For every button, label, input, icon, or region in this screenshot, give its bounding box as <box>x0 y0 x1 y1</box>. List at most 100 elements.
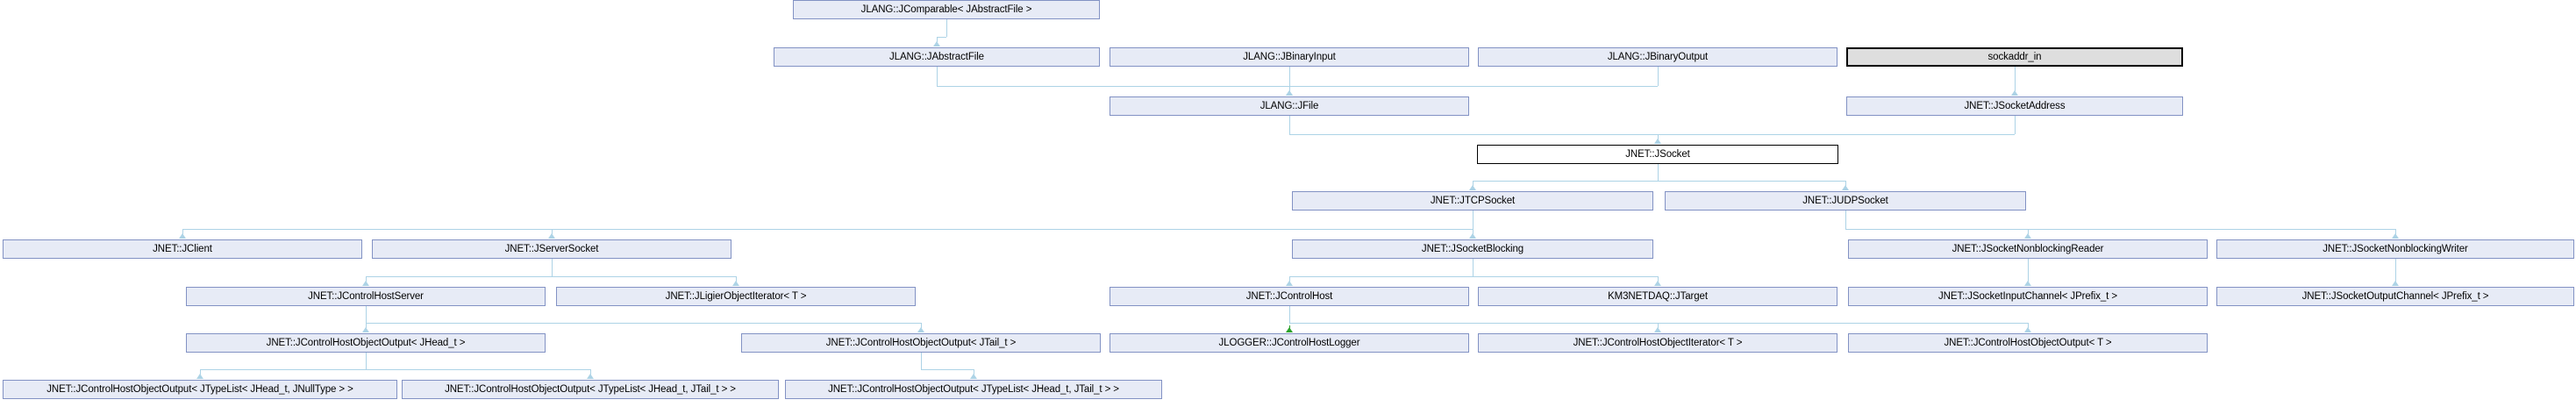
class-node-jlang-jabstractfile[interactable]: JLANG::JAbstractFile <box>774 47 1100 67</box>
edge-0-arrowhead <box>933 41 940 46</box>
class-node-jnet-jcontrolhostobjectoutput-jhead-t[interactable]: JNET::JControlHostObjectOutput< JHead_t … <box>186 333 546 353</box>
edge-1-h <box>937 86 1289 87</box>
edge-13-arrowhead <box>2392 233 2399 239</box>
class-node-jnet-jcontrolhostobjectoutput-jtypelist-jhead-t-jnulltype[interactable]: JNET::JControlHostObjectOutput< JTypeLis… <box>3 380 397 399</box>
edge-14-v2 <box>366 276 367 282</box>
edge-24-v2 <box>2028 323 2029 328</box>
edge-8-v1 <box>1658 164 1659 181</box>
edge-27-arrowhead <box>970 374 977 379</box>
edge-9-v2 <box>182 229 183 234</box>
edge-0-v1 <box>946 19 947 37</box>
class-node-jlang-jbinaryoutput[interactable]: JLANG::JBinaryOutput <box>1478 47 1837 67</box>
edge-27-v1 <box>921 353 922 369</box>
edge-6-h <box>1658 134 2015 135</box>
edge-4-arrowhead <box>2011 90 2018 96</box>
class-node-jlang-jfile[interactable]: JLANG::JFile <box>1110 96 1469 116</box>
edge-10-arrowhead <box>548 233 555 239</box>
edge-15-arrowhead <box>732 281 739 286</box>
edge-24-v1 <box>1289 306 1290 323</box>
edge-5-v1 <box>1289 116 1290 134</box>
edge-8-h <box>1658 181 1845 182</box>
edge-4-v <box>2015 67 2016 91</box>
edge-7-v2 <box>1473 181 1474 186</box>
edge-21-h <box>366 323 921 324</box>
edge-9-arrowhead <box>179 233 186 239</box>
edge-17-v1 <box>1473 259 1474 276</box>
edge-26-v1 <box>366 353 367 369</box>
class-node-jlang-jbinaryinput[interactable]: JLANG::JBinaryInput <box>1110 47 1469 67</box>
edge-11-arrowhead <box>1469 233 1476 239</box>
edge-27-h <box>921 369 974 370</box>
edge-0-h <box>937 37 946 38</box>
class-node-jnet-jsocketnonblockingreader[interactable]: JNET::JSocketNonblockingReader <box>1848 239 2208 259</box>
edge-10-h <box>552 229 1473 230</box>
class-node-jnet-jserversocket[interactable]: JNET::JServerSocket <box>372 239 731 259</box>
edge-7-arrowhead <box>1469 185 1476 190</box>
edge-14-h <box>366 276 552 277</box>
class-node-jlogger-jcontrolhostlogger[interactable]: JLOGGER::JControlHostLogger <box>1110 333 1469 353</box>
class-node-jnet-jcontrolhostserver[interactable]: JNET::JControlHostServer <box>186 287 546 306</box>
edge-6-v1 <box>2015 116 2016 134</box>
edge-25-v2 <box>200 369 201 375</box>
edge-15-h <box>552 276 736 277</box>
class-node-jnet-jsocketblocking[interactable]: JNET::JSocketBlocking <box>1292 239 1653 259</box>
class-node-jnet-jsocket[interactable]: JNET::JSocket <box>1477 145 1838 164</box>
edge-22-arrowhead <box>1286 327 1293 332</box>
class-node-jnet-jcontrolhostobjectoutput-jtail-t[interactable]: JNET::JControlHostObjectOutput< JTail_t … <box>741 333 1101 353</box>
edge-3-v2 <box>1289 86 1290 91</box>
class-node-jnet-jsocketaddress[interactable]: JNET::JSocketAddress <box>1846 96 2183 116</box>
class-node-jnet-jcontrolhostobjectoutput-t[interactable]: JNET::JControlHostObjectOutput< T > <box>1848 333 2208 353</box>
edge-3-v1 <box>1658 67 1659 86</box>
edge-21-v1 <box>366 306 367 323</box>
edge-12-v2 <box>2028 229 2029 234</box>
class-node-jnet-jcontrolhostobjectoutput-jtypelist-jhead-t-jtail-t[interactable]: JNET::JControlHostObjectOutput< JTypeLis… <box>785 380 1162 399</box>
edge-11-v <box>1473 211 1474 234</box>
edge-20-arrowhead <box>362 327 369 332</box>
edge-21-arrowhead <box>917 327 924 332</box>
edge-19-v <box>2395 259 2396 282</box>
class-node-jnet-jcontrolhostobjectiterator-t[interactable]: JNET::JControlHostObjectIterator< T > <box>1478 333 1837 353</box>
class-node-jnet-jligierobjectiterator-t[interactable]: JNET::JLigierObjectIterator< T > <box>556 287 916 306</box>
edge-3-arrowhead <box>1286 90 1293 96</box>
edge-25-arrowhead <box>196 374 203 379</box>
class-node-jnet-jsocketoutputchannel-jprefix-t[interactable]: JNET::JSocketOutputChannel< JPrefix_t > <box>2216 287 2574 306</box>
edge-17-arrowhead <box>1654 281 1661 286</box>
edge-17-v2 <box>1658 276 1659 282</box>
edge-14-arrowhead <box>362 281 369 286</box>
class-node-jnet-jcontrolhostobjectoutput-jtypelist-jhead-t-jtail-t[interactable]: JNET::JControlHostObjectOutput< JTypeLis… <box>402 380 779 399</box>
class-node-km3netdaq-jtarget[interactable]: KM3NETDAQ::JTarget <box>1478 287 1837 306</box>
edge-25-h <box>200 369 366 370</box>
edge-16-v2 <box>1289 276 1290 282</box>
edge-15-v2 <box>736 276 737 282</box>
edge-15-v1 <box>552 259 553 276</box>
class-node-jnet-judpsocket[interactable]: JNET::JUDPSocket <box>1665 191 2026 211</box>
class-node-jnet-jsocketinputchannel-jprefix-t[interactable]: JNET::JSocketInputChannel< JPrefix_t > <box>1848 287 2208 306</box>
class-node-sockaddr-in[interactable]: sockaddr_in <box>1846 47 2183 67</box>
edge-16-arrowhead <box>1286 281 1293 286</box>
edge-0-v2 <box>937 37 938 42</box>
edge-2-v <box>1289 67 1290 91</box>
edge-6-arrowhead <box>1654 139 1661 144</box>
edge-5-h <box>1289 134 1658 135</box>
edge-19-arrowhead <box>2392 281 2399 286</box>
class-node-jnet-jsocketnonblockingwriter[interactable]: JNET::JSocketNonblockingWriter <box>2216 239 2574 259</box>
class-node-jnet-jcontrolhost[interactable]: JNET::JControlHost <box>1110 287 1469 306</box>
edge-13-h <box>1845 229 2395 230</box>
edge-26-h <box>366 369 590 370</box>
class-node-jlang-jcomparable-jabstractfile[interactable]: JLANG::JComparable< JAbstractFile > <box>793 0 1100 19</box>
edge-13-v2 <box>2395 229 2396 234</box>
edge-17-h <box>1473 276 1658 277</box>
edge-24-arrowhead <box>2024 327 2031 332</box>
edge-23-arrowhead <box>1654 327 1661 332</box>
edge-10-v2 <box>552 229 553 234</box>
edge-23-v2 <box>1658 323 1659 328</box>
edge-1-v1 <box>937 67 938 86</box>
class-node-jnet-jtcpsocket[interactable]: JNET::JTCPSocket <box>1292 191 1653 211</box>
edge-26-arrowhead <box>587 374 594 379</box>
edge-8-arrowhead <box>1842 185 1849 190</box>
class-node-jnet-jclient[interactable]: JNET::JClient <box>3 239 362 259</box>
edge-12-arrowhead <box>2024 233 2031 239</box>
edge-13-v1 <box>1845 211 1846 229</box>
edge-7-h <box>1473 181 1658 182</box>
